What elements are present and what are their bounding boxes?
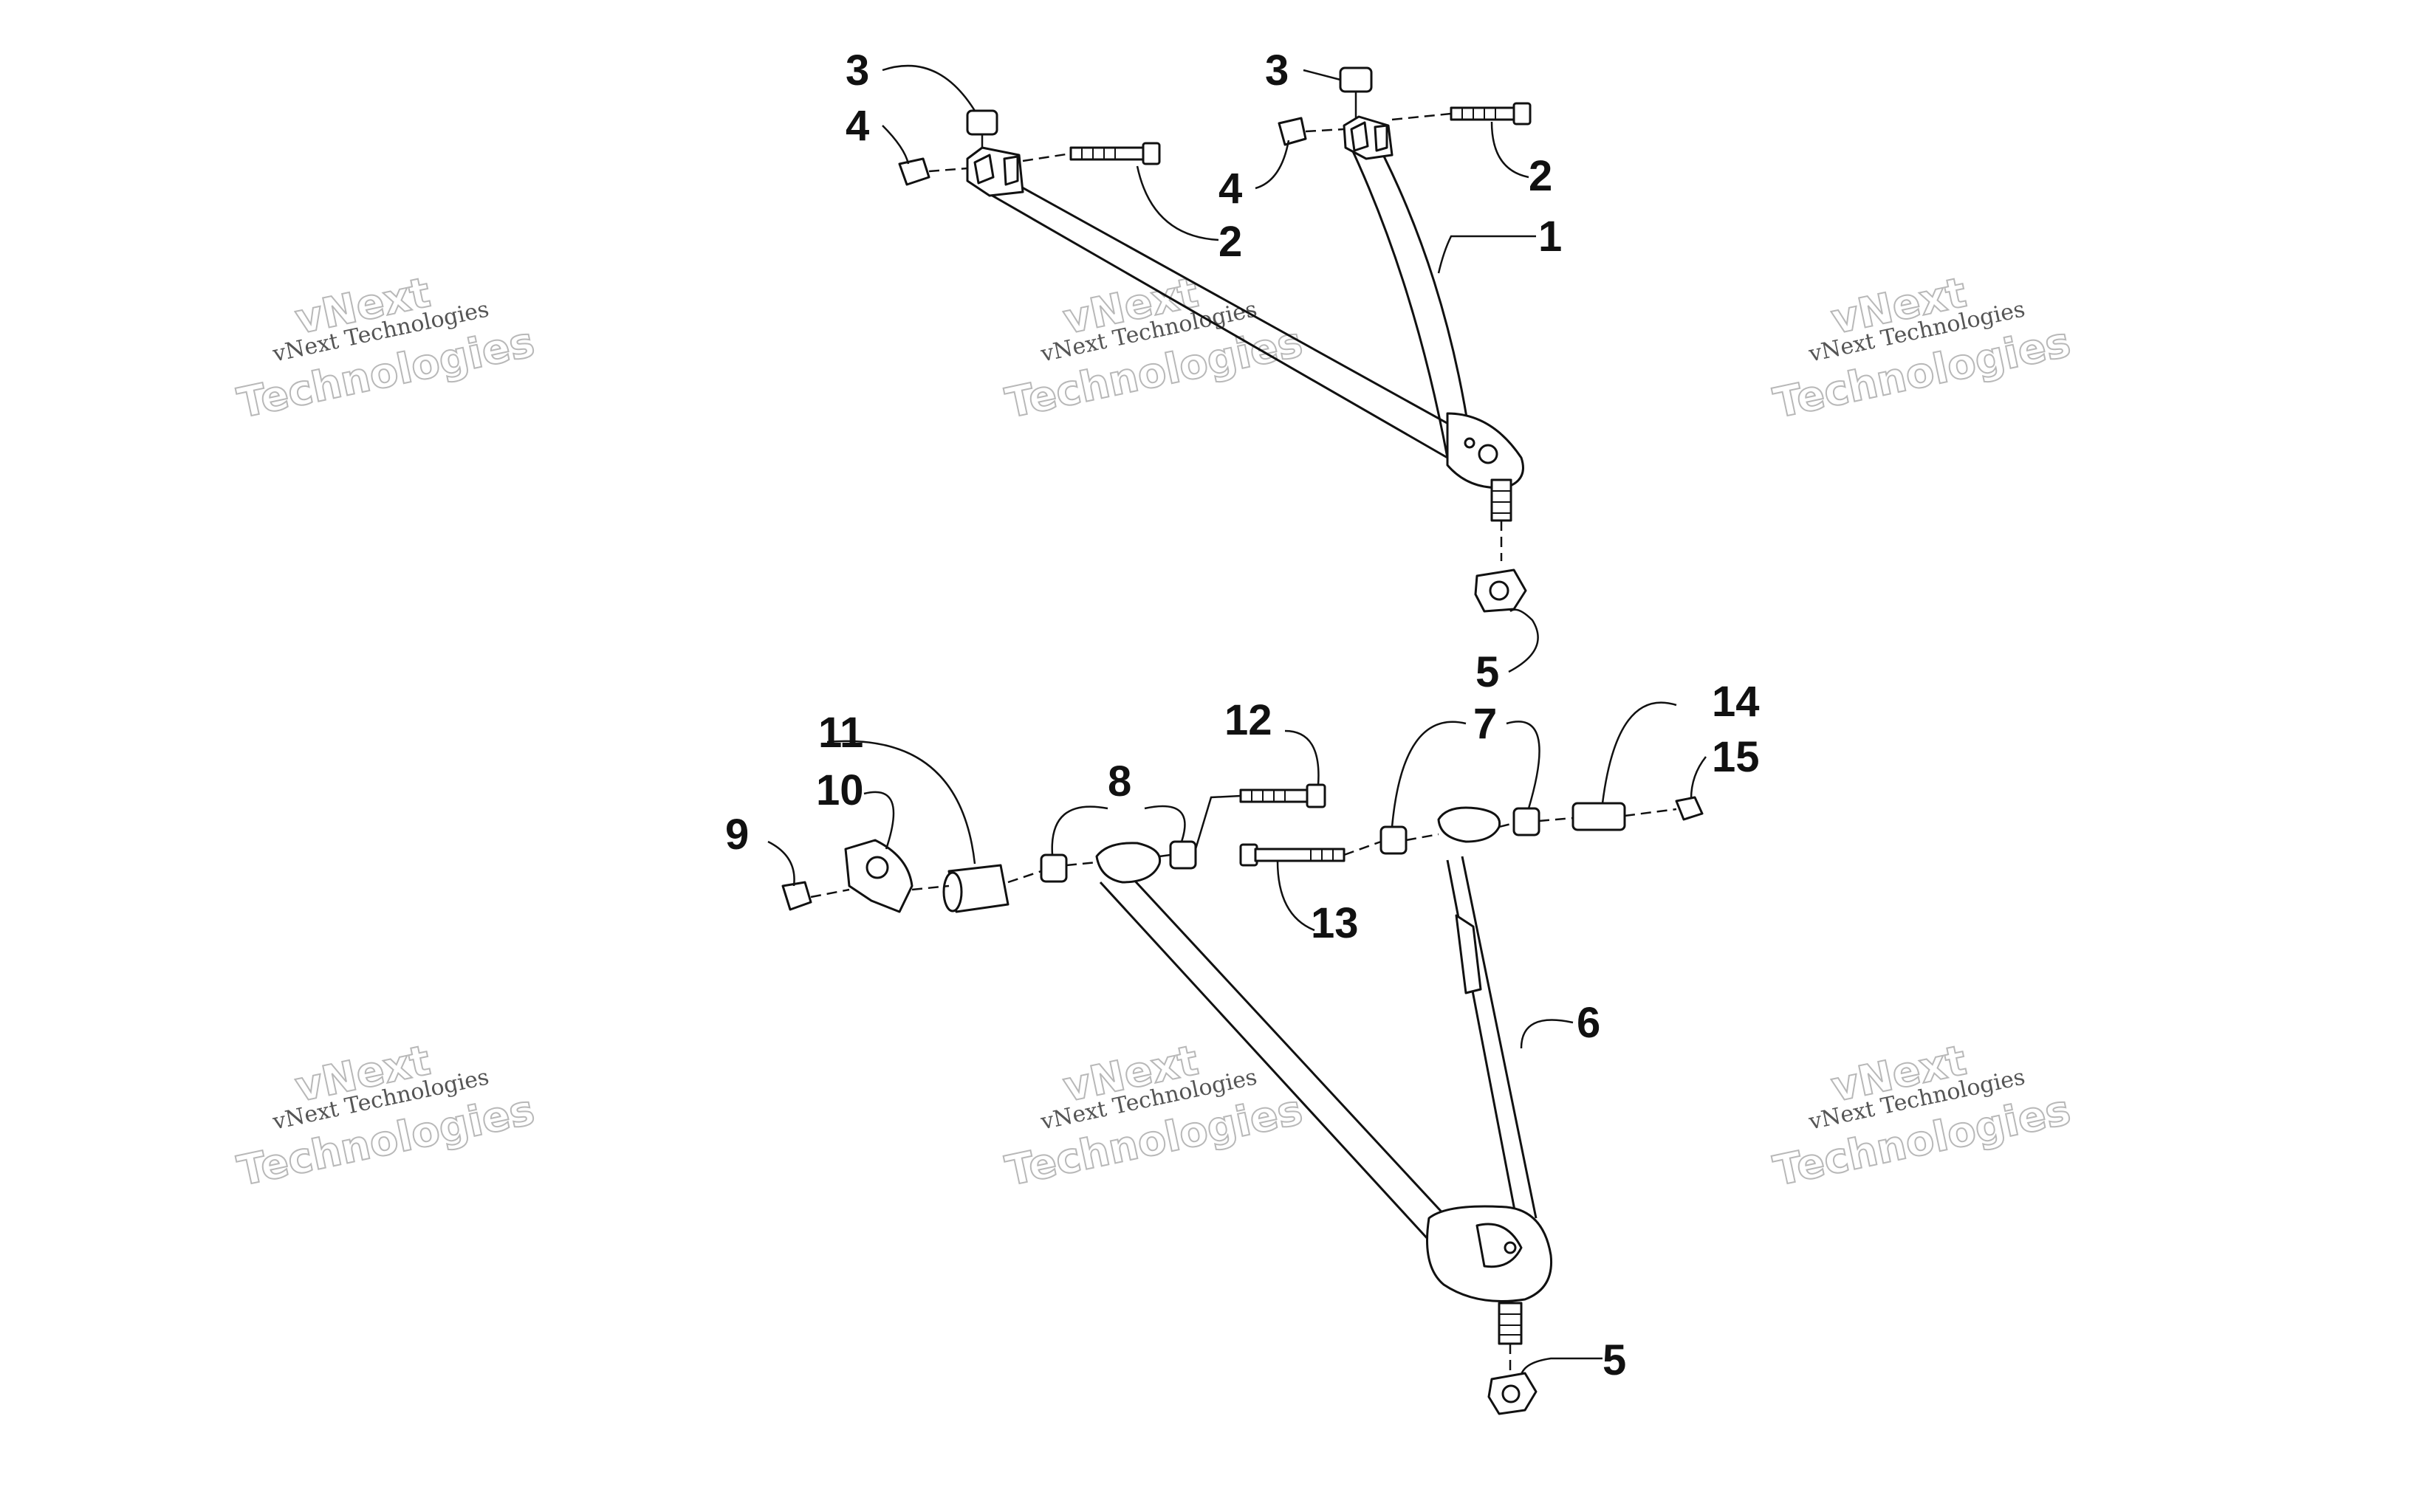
nut-4-left	[898, 157, 930, 186]
watermark-3: vNext vNext Technologies Technologies	[1769, 268, 2075, 429]
callout-12: 12	[1224, 696, 1272, 744]
callout-4: 4	[846, 102, 869, 150]
nut-5-lower	[1487, 1372, 1538, 1415]
bushing-3-left	[966, 109, 998, 136]
callout-5: 5	[1475, 648, 1499, 696]
callout-9: 9	[725, 811, 749, 859]
watermark-1: vNext vNext Technologies Technologies	[233, 268, 539, 429]
watermarks: vNext vNext Technologies Technologies vN…	[233, 268, 2075, 1197]
bushing-8-front	[1040, 853, 1068, 883]
bolt-13	[1239, 843, 1346, 867]
callout-14: 14	[1712, 678, 1760, 726]
lower-a-arm	[1095, 806, 1553, 1345]
callout-1: 1	[1538, 213, 1562, 261]
watermark-5: vNext vNext Technologies Technologies	[1001, 1036, 1307, 1197]
callout-13: 13	[1311, 899, 1359, 947]
bolt-12	[1239, 783, 1326, 808]
nut-4-right	[1278, 117, 1307, 146]
callout-7: 7	[1473, 700, 1497, 748]
callout-8: 8	[1108, 757, 1131, 805]
nut-9	[781, 881, 812, 911]
spacer-14	[1571, 802, 1626, 831]
callout-11: 11	[818, 709, 863, 757]
callout-3: 3	[846, 47, 869, 94]
callout-2: 2	[1218, 218, 1242, 266]
watermark-6: vNext vNext Technologies Technologies	[1769, 1036, 2075, 1197]
watermark-2: vNext vNext Technologies Technologies	[1001, 268, 1307, 429]
callout-6: 6	[1577, 999, 1600, 1047]
callout-5: 5	[1603, 1336, 1626, 1384]
callout-15: 15	[1712, 733, 1760, 781]
bolt-2-right	[1450, 102, 1532, 126]
callout-2: 2	[1529, 152, 1552, 200]
nut-5-upper	[1474, 568, 1527, 613]
bushing-7-front	[1379, 825, 1408, 855]
bushing-8-rear	[1169, 840, 1197, 870]
upper-a-arm	[966, 115, 1524, 522]
lower-a-arm-assembly: 11 10 9 8 12 13 7 14 15 6 5	[725, 678, 1760, 1415]
callout-4: 4	[1218, 165, 1242, 213]
bushing-7-rear	[1512, 807, 1540, 836]
watermark-4: vNext vNext Technologies Technologies	[233, 1036, 539, 1197]
spacer-11	[942, 864, 1010, 913]
bolt-2-left	[1069, 142, 1161, 165]
bushing-3-right	[1339, 66, 1373, 93]
callout-3: 3	[1265, 47, 1289, 94]
callout-10: 10	[816, 766, 864, 814]
nut-15	[1675, 796, 1704, 821]
upper-a-arm-assembly: 3 4 2 3 4 2 1 5	[846, 47, 1562, 696]
